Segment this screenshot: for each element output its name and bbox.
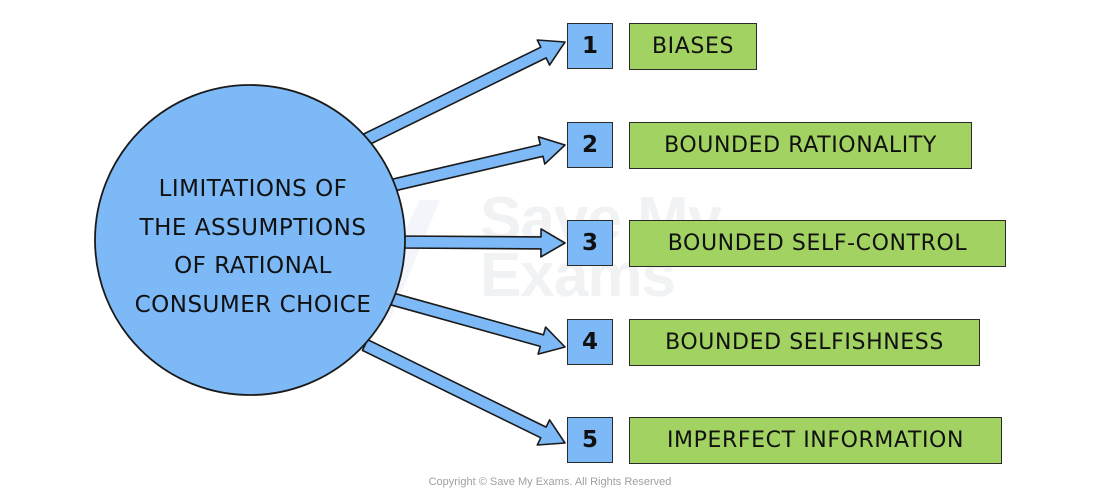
item-label-imperfect-information: IMPERFECT INFORMATION — [629, 417, 1002, 464]
copyright-text: Copyright © Save My Exams. All Rights Re… — [428, 476, 672, 488]
item-label-bounded-rationality: BOUNDED RATIONALITY — [629, 122, 972, 169]
item-number-1: 1 — [567, 23, 613, 69]
hub-title-line: OF RATIONAL — [174, 253, 332, 279]
hub-title-line: THE ASSUMPTIONS — [139, 214, 367, 241]
item-label-bounded-self-control: BOUNDED SELF-CONTROL — [629, 220, 1006, 267]
item-number-2: 2 — [567, 122, 613, 168]
hub-circle — [94, 84, 406, 396]
item-number-4: 4 — [567, 319, 613, 365]
item-number-3: 3 — [567, 220, 613, 266]
item-label-biases: BIASES — [629, 23, 757, 70]
item-label-bounded-selfishness: BOUNDED SELFISHNESS — [629, 319, 980, 366]
hub-title-line: CONSUMER CHOICE — [134, 291, 372, 318]
arrow-to-item-2 — [382, 136, 566, 194]
arrow-to-item-5 — [361, 338, 566, 446]
hub-title: LIMITATIONS OF THE ASSUMPTIONS OF RATION… — [103, 170, 403, 324]
item-number-5: 5 — [567, 417, 613, 463]
arrow-to-item-3 — [394, 228, 566, 258]
hub-title-line: LIMITATIONS OF — [158, 176, 348, 202]
arrow-to-item-4 — [382, 290, 566, 355]
arrow-to-item-1 — [361, 39, 566, 147]
